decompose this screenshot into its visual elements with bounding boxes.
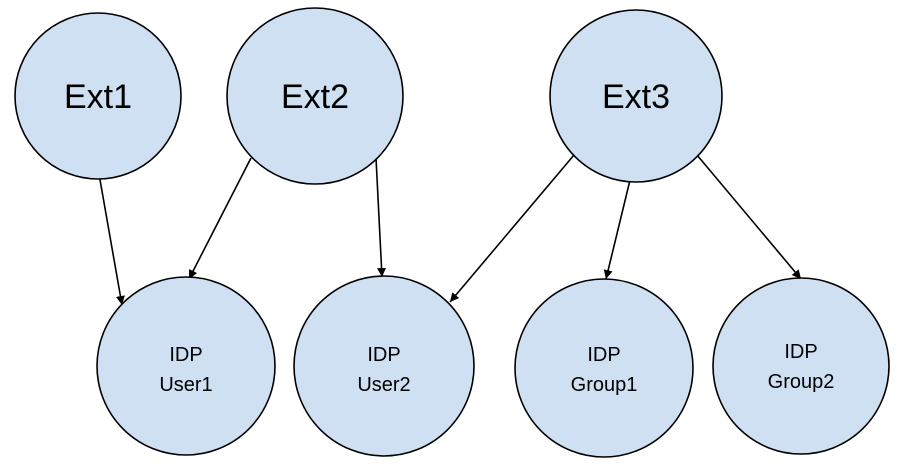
edge-ext3-idp-group2 — [696, 154, 802, 280]
node-idp-user1-line1: IDP — [169, 344, 202, 366]
edge-ext1-idp-user1 — [98, 173, 125, 306]
node-ext2: Ext2 — [226, 7, 404, 185]
node-idp-user2-line1: IDP — [367, 344, 400, 366]
node-ext1-label: Ext1 — [64, 78, 132, 116]
node-idp-group2-line1: IDP — [784, 341, 817, 363]
node-idp-user2: IDP User2 — [293, 275, 475, 457]
node-ext2-label: Ext2 — [281, 78, 349, 116]
node-ext3: Ext3 — [549, 9, 723, 183]
node-idp-group2-line2: Group2 — [768, 371, 835, 393]
node-idp-group2: IDP Group2 — [712, 277, 890, 455]
edge-ext2-idp-user1 — [188, 157, 252, 280]
node-idp-user1: IDP User1 — [96, 276, 276, 456]
node-ext3-label: Ext3 — [602, 78, 670, 116]
node-idp-group1-line1: IDP — [587, 344, 620, 366]
node-idp-user2-line2: User2 — [357, 374, 410, 396]
edge-ext3-idp-group1 — [603, 175, 632, 280]
node-idp-group1-line2: Group1 — [571, 374, 638, 396]
node-ext1: Ext1 — [14, 12, 182, 180]
node-idp-user1-line2: User1 — [159, 374, 212, 396]
node-idp-group1: IDP Group1 — [514, 278, 694, 458]
edge-ext3-idp-user2 — [449, 154, 575, 303]
edge-ext2-idp-user2 — [375, 157, 387, 278]
